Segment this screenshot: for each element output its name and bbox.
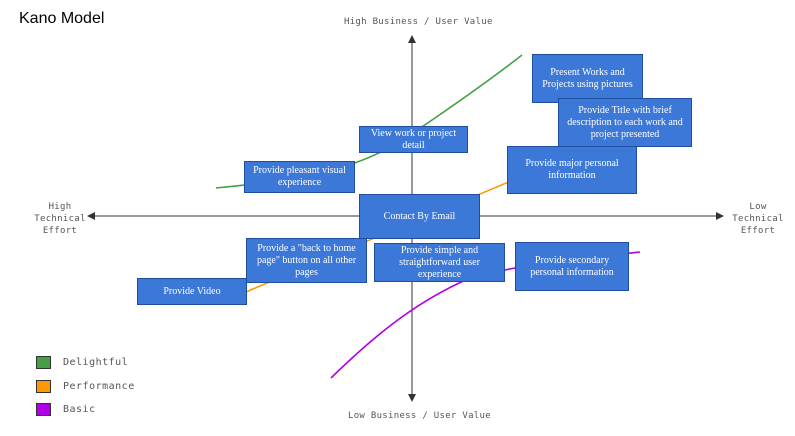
feature-major-info: Provide major personal information [507,146,637,194]
feature-video: Provide Video [137,278,247,305]
axis-label-top: High Business / User Value [344,17,493,27]
legend-label: Basic [63,403,96,415]
feature-text: Present Works and Projects using picture… [542,66,633,90]
feature-pleasant-visual: Provide pleasant visual experience [244,161,355,193]
page-title: Kano Model [19,10,105,27]
feature-back-home: Provide a "back to home page" button on … [246,238,367,283]
legend-swatch-performance [36,379,51,393]
feature-title-description: Provide Title with brief description to … [558,98,692,147]
feature-view-detail: View work or project detail [359,126,468,153]
feature-text: Provide a "back to home page" button on … [256,242,357,278]
axis-label-bottom: Low Business / User Value [348,411,491,421]
feature-text: Contact By Email [383,210,456,222]
legend-swatch-delightful [36,355,51,369]
axis-label-right: Low Technical Effort [732,202,784,236]
legend-item-basic: Basic [36,402,96,416]
legend-label: Delightful [63,356,129,368]
feature-text: Provide Title with brief description to … [567,104,683,140]
legend-swatch-basic [36,402,51,416]
axis-label-left: High Technical Effort [34,202,86,236]
feature-text: Provide Video [163,285,221,297]
feature-text: Provide major personal information [525,158,619,181]
feature-text: View work or project detail [370,127,457,151]
feature-text: Provide secondary personal information [530,254,614,278]
legend-item-performance: Performance [36,379,135,393]
feature-secondary-info: Provide secondary personal information [515,242,629,291]
legend-label: Performance [63,380,135,392]
feature-contact-email: Contact By Email [359,194,480,239]
feature-text: Provide simple and straightforward user … [399,244,480,280]
feature-text: Provide pleasant visual experience [253,165,346,188]
legend-item-delightful: Delightful [36,355,128,369]
feature-present-works: Present Works and Projects using picture… [532,54,643,103]
feature-simple-ux: Provide simple and straightforward user … [374,243,505,282]
